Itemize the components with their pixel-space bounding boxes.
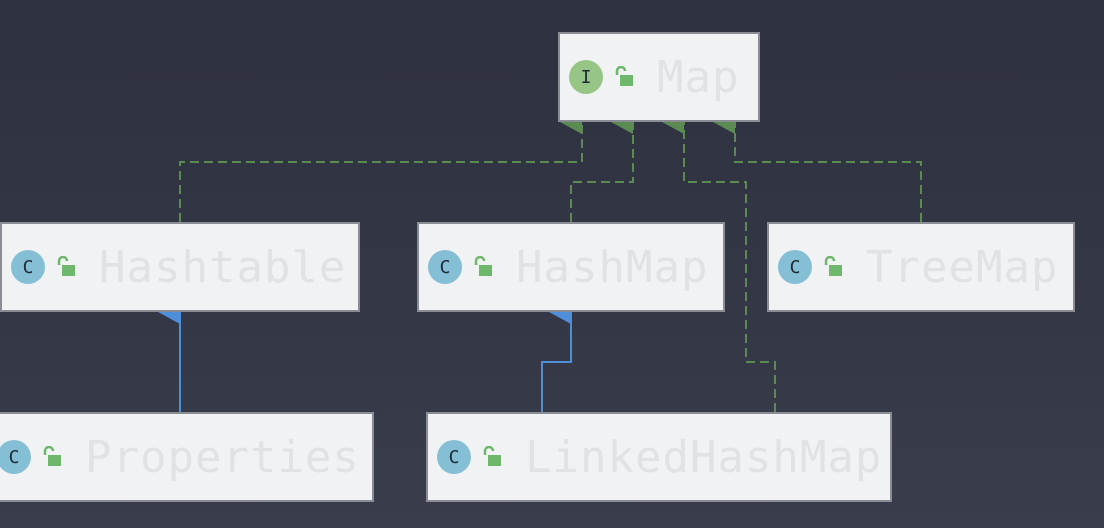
class-badge-icon: C	[0, 440, 31, 474]
node-hashmap[interactable]: C HashMap	[417, 222, 725, 312]
node-treemap[interactable]: C TreeMap	[767, 222, 1075, 312]
unlocked-padlock-icon	[43, 446, 61, 466]
node-name: HashMap	[516, 241, 709, 293]
interface-badge-icon: I	[569, 60, 603, 94]
unlocked-padlock-icon	[474, 256, 492, 276]
node-name: Properties	[85, 431, 360, 483]
edge-hashtable-implements-map	[179, 110, 583, 222]
node-name: Hashtable	[99, 241, 347, 293]
node-hashtable[interactable]: C Hashtable	[0, 222, 360, 312]
node-linkedhashmap[interactable]: C LinkedHashMap	[426, 412, 892, 502]
class-badge-icon: C	[437, 440, 471, 474]
unlocked-padlock-icon	[615, 66, 633, 86]
node-map[interactable]: I Map	[558, 32, 760, 122]
unlocked-padlock-icon	[824, 256, 842, 276]
node-properties[interactable]: C Properties	[0, 412, 374, 502]
class-badge-icon: C	[428, 250, 462, 284]
class-badge-icon: C	[11, 250, 45, 284]
edge-linkedhashmap-extends-hashmap	[541, 300, 572, 412]
node-name: Map	[657, 51, 740, 103]
node-name: LinkedHashMap	[525, 431, 883, 483]
edge-hashmap-implements-map	[570, 110, 634, 222]
node-name: TreeMap	[866, 241, 1059, 293]
edge-linkedhashmap-implements-map	[662, 110, 776, 412]
unlocked-padlock-icon	[483, 446, 501, 466]
edge-treemap-implements-map	[713, 110, 922, 222]
unlocked-padlock-icon	[57, 256, 75, 276]
class-badge-icon: C	[778, 250, 812, 284]
